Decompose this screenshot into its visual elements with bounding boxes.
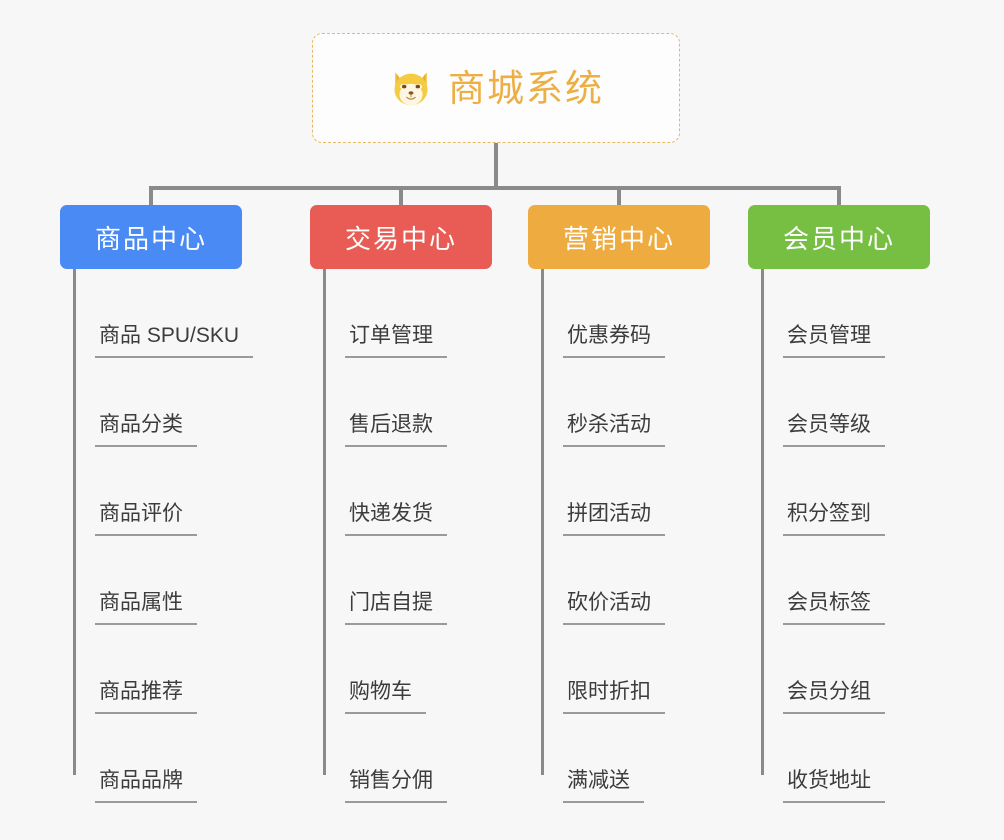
leaf-item[interactable]: 拼团活动	[541, 447, 710, 536]
leaf-label: 商品分类	[95, 413, 197, 447]
connector-drop-4	[837, 186, 841, 208]
leaf-label: 商品 SPU/SKU	[95, 324, 254, 358]
leaf-item[interactable]: 商品评价	[73, 447, 253, 536]
branch-header-2[interactable]: 交易中心	[310, 205, 492, 269]
branch-会员中心: 会员中心 会员管理 会员等级 积分签到 会员标签 会员分组 收货地址	[748, 205, 930, 803]
leaf-label: 销售分佣	[345, 769, 447, 803]
leaf-item[interactable]: 商品分类	[73, 358, 253, 447]
leaf-list-1: 商品 SPU/SKU 商品分类 商品评价 商品属性 商品推荐 商品品牌	[60, 269, 254, 803]
leaf-label: 积分签到	[783, 502, 885, 536]
connector-drop-2	[399, 186, 403, 208]
leaf-item[interactable]: 会员标签	[761, 536, 930, 625]
branch-header-1[interactable]: 商品中心	[60, 205, 242, 269]
leaf-label: 商品评价	[95, 502, 197, 536]
branch-spine-3	[541, 269, 544, 775]
leaf-label: 售后退款	[345, 413, 447, 447]
leaf-item[interactable]: 销售分佣	[323, 714, 492, 803]
root-node[interactable]: 商城系统	[312, 33, 680, 143]
branch-营销中心: 营销中心 优惠券码 秒杀活动 拼团活动 砍价活动 限时折扣 满减送	[528, 205, 710, 803]
leaf-label: 优惠券码	[563, 324, 665, 358]
leaf-item[interactable]: 会员等级	[761, 358, 930, 447]
branch-spine-4	[761, 269, 764, 775]
leaf-item[interactable]: 门店自提	[323, 536, 492, 625]
leaf-label: 商品属性	[95, 591, 197, 625]
leaf-item[interactable]: 售后退款	[323, 358, 492, 447]
leaf-label: 会员分组	[783, 680, 885, 714]
leaf-item[interactable]: 会员管理	[761, 269, 930, 358]
leaf-item[interactable]: 砍价活动	[541, 536, 710, 625]
leaf-item[interactable]: 收货地址	[761, 714, 930, 803]
leaf-label: 会员标签	[783, 591, 885, 625]
leaf-item[interactable]: 商品属性	[73, 536, 253, 625]
leaf-item[interactable]: 商品品牌	[73, 714, 253, 803]
leaf-item[interactable]: 积分签到	[761, 447, 930, 536]
branch-spine-2	[323, 269, 326, 775]
branch-header-3[interactable]: 营销中心	[528, 205, 710, 269]
connector-root-stem	[494, 143, 498, 189]
branch-交易中心: 交易中心 订单管理 售后退款 快递发货 门店自提 购物车 销售分佣	[310, 205, 492, 803]
leaf-item[interactable]: 限时折扣	[541, 625, 710, 714]
leaf-item[interactable]: 订单管理	[323, 269, 492, 358]
leaf-item[interactable]: 快递发货	[323, 447, 492, 536]
leaf-list-3: 优惠券码 秒杀活动 拼团活动 砍价活动 限时折扣 满减送	[528, 269, 710, 803]
connector-drop-1	[149, 186, 153, 208]
leaf-label: 商品推荐	[95, 680, 197, 714]
leaf-label: 收货地址	[783, 769, 885, 803]
leaf-item[interactable]: 会员分组	[761, 625, 930, 714]
branch-header-label-4: 会员中心	[782, 223, 895, 254]
connector-drop-3	[617, 186, 621, 208]
branch-spine-1	[73, 269, 76, 775]
leaf-item[interactable]: 满减送	[541, 714, 710, 803]
connector-horizontal-bus	[149, 186, 841, 190]
leaf-label: 门店自提	[345, 591, 447, 625]
branch-header-label-1: 商品中心	[94, 223, 207, 254]
leaf-list-4: 会员管理 会员等级 积分签到 会员标签 会员分组 收货地址	[748, 269, 930, 803]
leaf-label: 购物车	[345, 680, 426, 714]
branch-header-label-2: 交易中心	[344, 223, 457, 254]
leaf-label: 快递发货	[345, 502, 447, 536]
leaf-item[interactable]: 商品推荐	[73, 625, 253, 714]
leaf-label: 拼团活动	[563, 502, 665, 536]
leaf-label: 砍价活动	[563, 591, 665, 625]
leaf-label: 会员等级	[783, 413, 885, 447]
shiba-dog-icon	[388, 65, 434, 111]
leaf-label: 会员管理	[783, 324, 885, 358]
leaf-label: 商品品牌	[95, 769, 197, 803]
leaf-label: 订单管理	[345, 324, 447, 358]
branch-商品中心: 商品中心 商品 SPU/SKU 商品分类 商品评价 商品属性 商品推荐 商品品牌	[60, 205, 254, 803]
leaf-label: 满减送	[563, 769, 644, 803]
leaf-item[interactable]: 优惠券码	[541, 269, 710, 358]
leaf-label: 限时折扣	[563, 680, 665, 714]
root-title: 商城系统	[448, 67, 604, 109]
leaf-list-2: 订单管理 售后退款 快递发货 门店自提 购物车 销售分佣	[310, 269, 492, 803]
leaf-item[interactable]: 秒杀活动	[541, 358, 710, 447]
branch-header-4[interactable]: 会员中心	[748, 205, 930, 269]
leaf-item[interactable]: 商品 SPU/SKU	[73, 269, 254, 358]
branch-header-label-3: 营销中心	[562, 223, 675, 254]
leaf-label: 秒杀活动	[563, 413, 665, 447]
leaf-item[interactable]: 购物车	[323, 625, 492, 714]
